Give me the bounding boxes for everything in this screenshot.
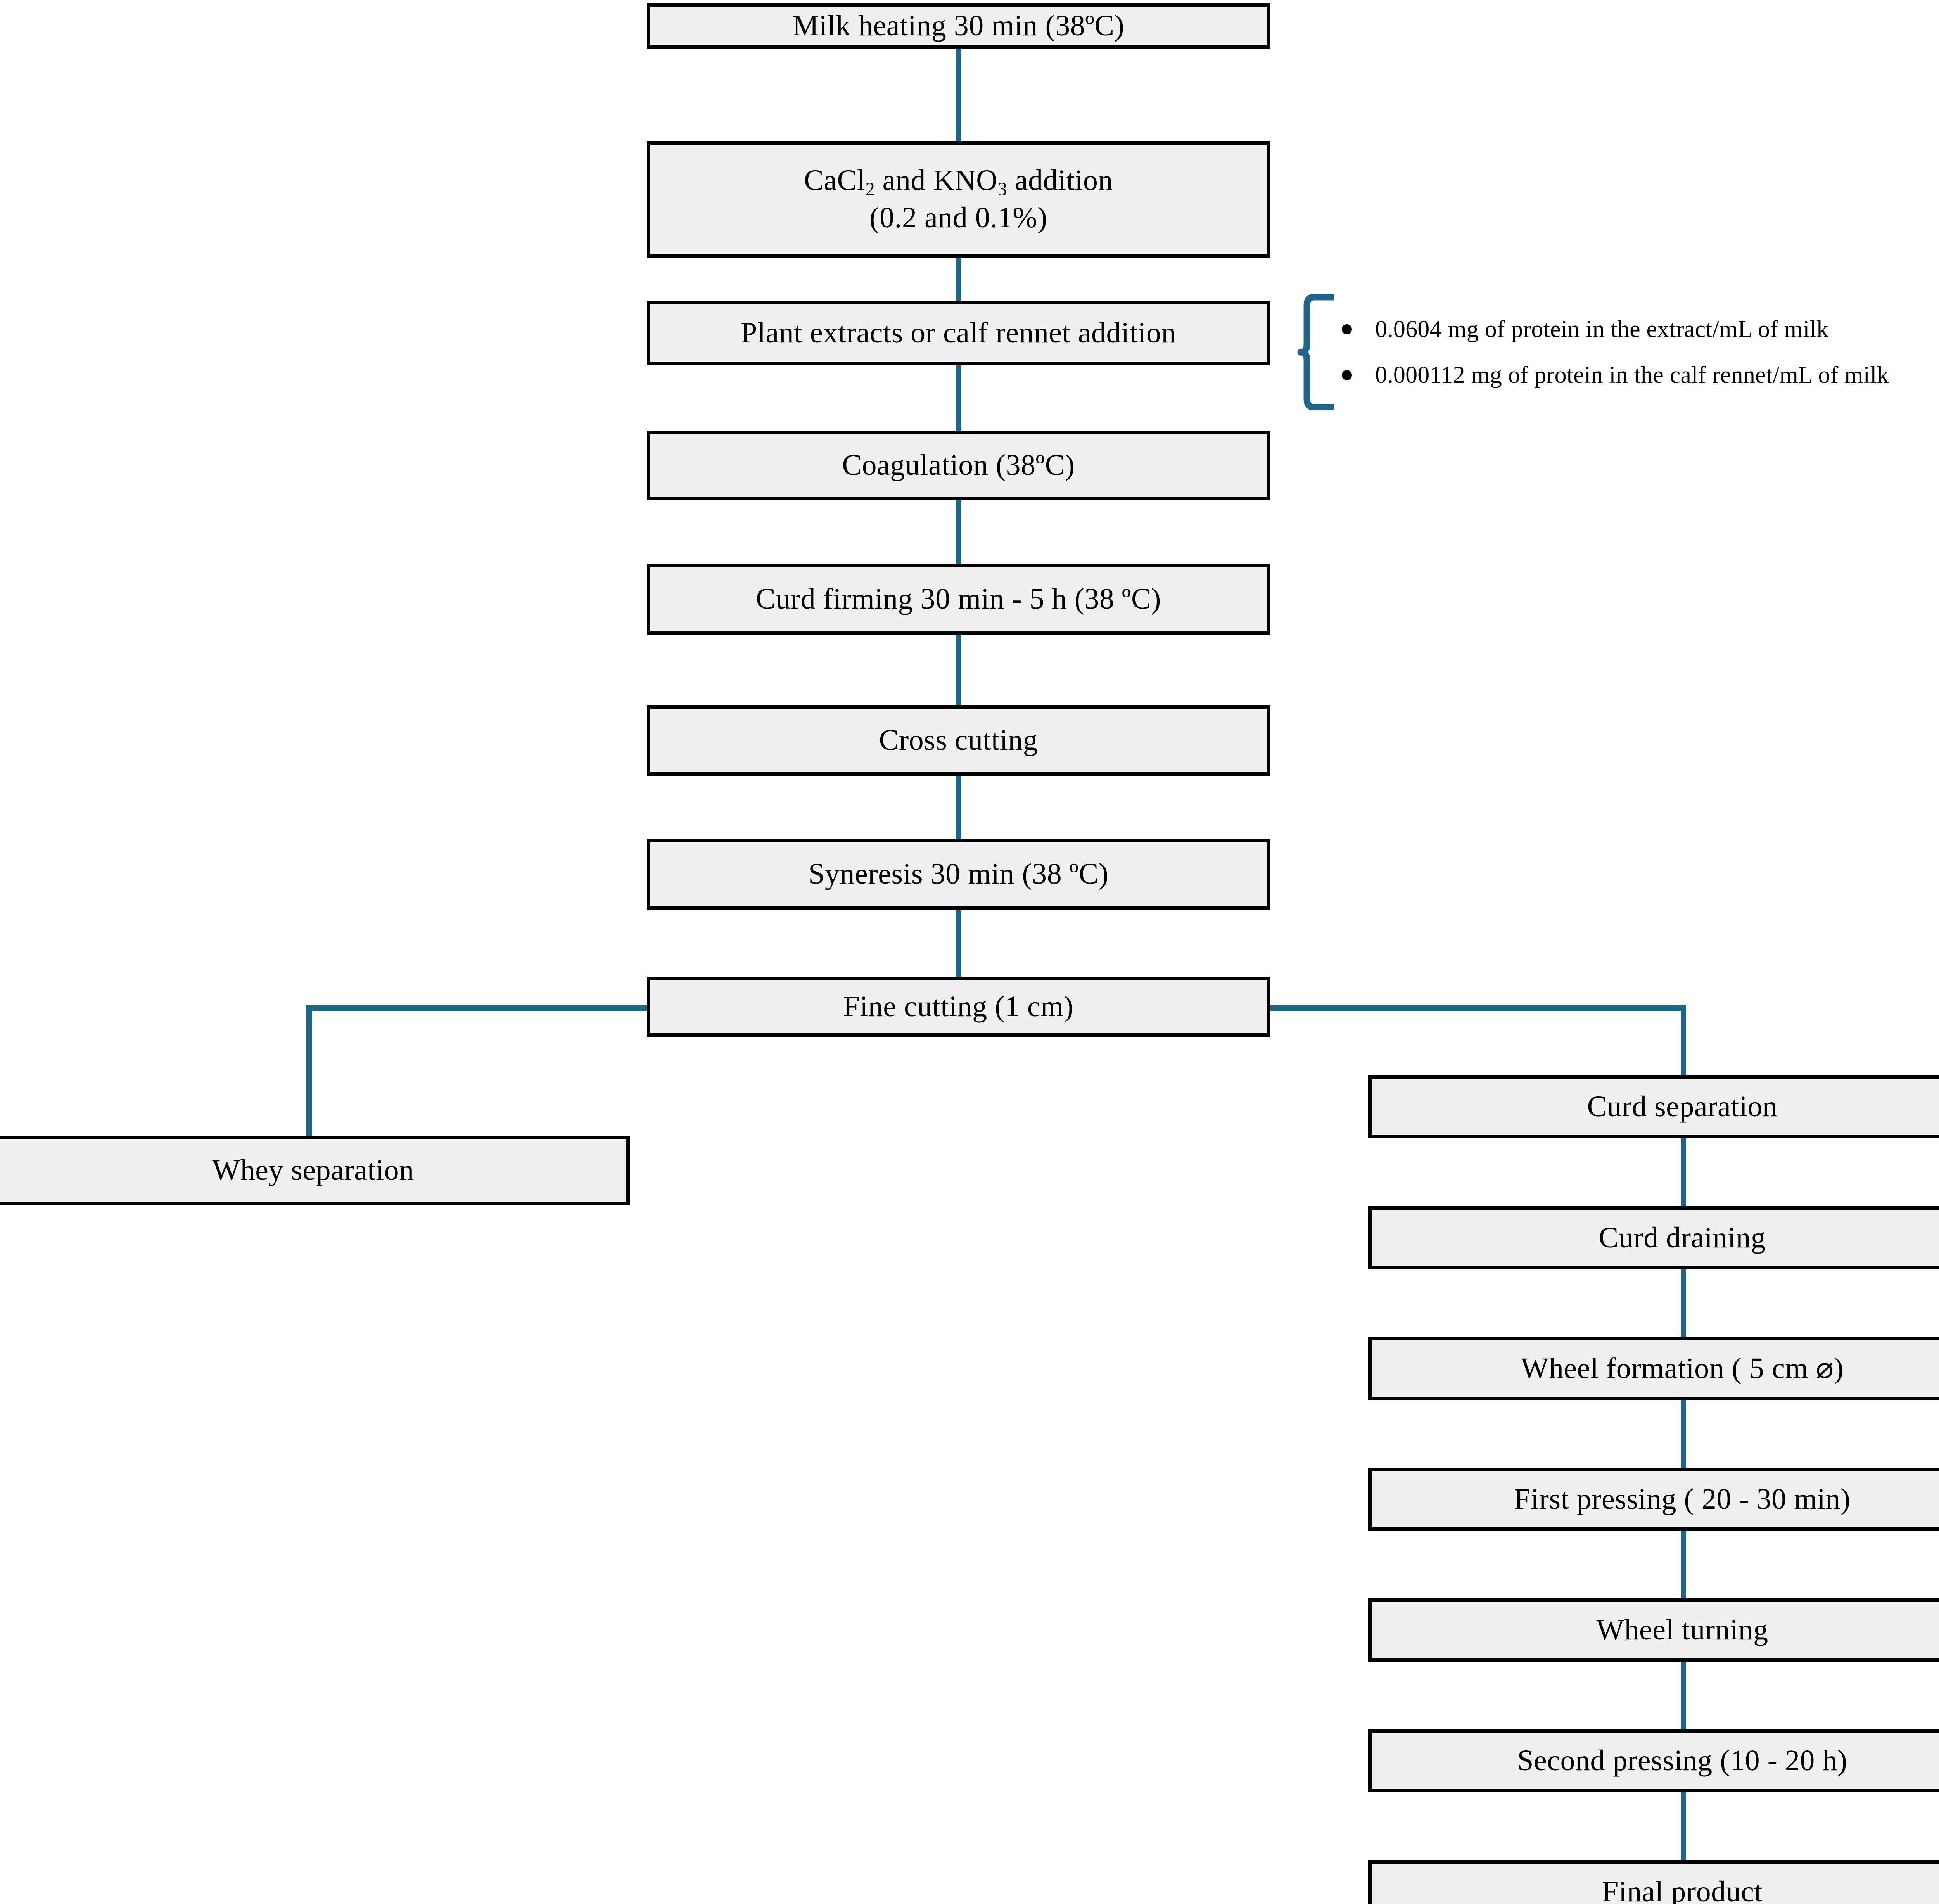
connector-syneresis-to-fine <box>956 908 961 979</box>
process-label-line2: (0.2 and 0.1%) <box>869 201 1047 234</box>
annotation-bullet-item: 0.000112 mg of protein in the calf renne… <box>1342 352 1939 398</box>
bullet-dot-icon <box>1342 324 1352 334</box>
process-box-coagulation[interactable]: Coagulation (38ºC) <box>647 431 1270 500</box>
connector-press1-to-turn <box>1681 1529 1686 1601</box>
process-label: Milk heating 30 min (38ºC) <box>792 9 1125 42</box>
process-label: Coagulation (38ºC) <box>842 449 1075 482</box>
connector-drain-to-wheel <box>1681 1268 1686 1339</box>
annotation-bullet-text: 0.0604 mg of protein in the extract/mL o… <box>1375 316 1829 342</box>
branch-left-vertical <box>306 1005 312 1139</box>
connector-coag-to-firming <box>956 497 961 567</box>
process-label: Curd separation <box>1587 1090 1778 1123</box>
connector-cross-to-syneresis <box>956 775 961 842</box>
process-box-syneresis[interactable]: Syneresis 30 min (38 ºC) <box>647 839 1270 910</box>
process-box-fine-cutting[interactable]: Fine cutting (1 cm) <box>647 977 1270 1037</box>
process-box-coagulant-addition[interactable]: Plant extracts or calf rennet addition <box>647 301 1270 365</box>
connector-wheel-to-press1 <box>1681 1398 1686 1470</box>
process-box-wheel-formation[interactable]: Wheel formation ( 5 cm ⌀) <box>1368 1337 1939 1400</box>
branch-right-horizontal <box>1267 1005 1683 1011</box>
bullet-dot-icon <box>1342 370 1352 380</box>
process-label-line1: CaCl2 and KNO3 addition <box>804 164 1113 200</box>
annotation-bullet-text: 0.000112 mg of protein in the calf renne… <box>1375 361 1889 388</box>
process-label: Final product <box>1602 1875 1763 1904</box>
process-label: Plant extracts or calf rennet addition <box>741 316 1176 349</box>
process-box-first-pressing[interactable]: First pressing ( 20 - 30 min) <box>1368 1468 1939 1531</box>
connector-turn-to-press2 <box>1681 1659 1686 1731</box>
connector-coagulant-to-coag <box>956 361 961 434</box>
process-label: Whey separation <box>212 1154 414 1187</box>
branch-right-vertical <box>1681 1005 1686 1077</box>
process-box-final-product[interactable]: Final product <box>1368 1860 1939 1904</box>
connector-milk-to-salt <box>956 46 961 145</box>
connector-sep-to-drain <box>1681 1136 1686 1208</box>
annotation-note-list: 0.0604 mg of protein in the extract/mL o… <box>1342 306 1939 398</box>
process-box-curd-firming[interactable]: Curd firming 30 min - 5 h (38 ºC) <box>647 564 1270 635</box>
process-box-whey-separation[interactable]: Whey separation <box>0 1136 630 1205</box>
branch-left-horizontal <box>306 1005 652 1011</box>
connector-salt-to-coagulant <box>956 253 961 303</box>
process-label: Curd firming 30 min - 5 h (38 ºC) <box>756 583 1161 616</box>
process-box-salt-addition[interactable]: CaCl2 and KNO3 addition (0.2 and 0.1%) <box>647 141 1270 258</box>
process-box-curd-separation[interactable]: Curd separation <box>1368 1075 1939 1138</box>
process-box-milk-heating[interactable]: Milk heating 30 min (38ºC) <box>647 3 1270 49</box>
process-box-wheel-turning[interactable]: Wheel turning <box>1368 1598 1939 1662</box>
process-label: Syneresis 30 min (38 ºC) <box>808 858 1109 891</box>
process-label: Wheel formation ( 5 cm ⌀) <box>1521 1352 1844 1385</box>
process-label: Fine cutting (1 cm) <box>843 990 1074 1023</box>
connector-press2-to-final <box>1681 1790 1686 1862</box>
process-box-curd-draining[interactable]: Curd draining <box>1368 1206 1939 1269</box>
connector-firming-to-cross <box>956 633 961 711</box>
annotation-brace-icon <box>1297 294 1334 410</box>
process-label: First pressing ( 20 - 30 min) <box>1514 1482 1851 1515</box>
process-label: Second pressing (10 - 20 h) <box>1517 1744 1847 1777</box>
process-label: Curd draining <box>1599 1221 1766 1254</box>
process-label: Cross cutting <box>879 724 1038 757</box>
process-box-cross-cutting[interactable]: Cross cutting <box>647 705 1270 776</box>
process-label: Wheel turning <box>1596 1613 1768 1646</box>
annotation-bullet-item: 0.0604 mg of protein in the extract/mL o… <box>1342 306 1939 352</box>
process-box-second-pressing[interactable]: Second pressing (10 - 20 h) <box>1368 1729 1939 1792</box>
